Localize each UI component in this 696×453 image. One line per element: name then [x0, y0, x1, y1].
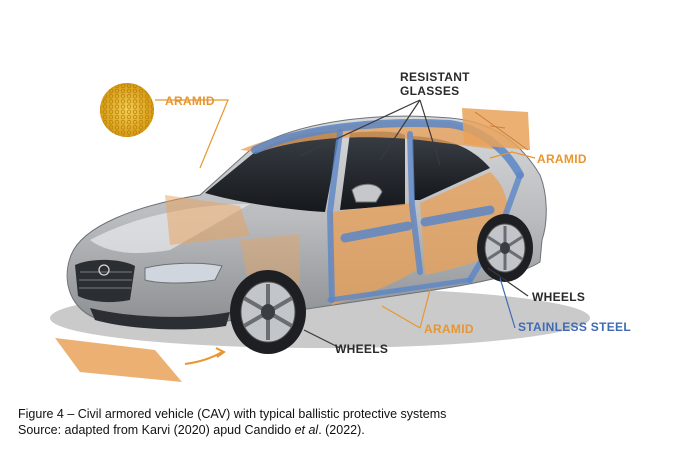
aramid-honeycomb-sample	[100, 83, 154, 137]
side-mirror	[351, 183, 383, 203]
label-stainless-steel: STAINLESS STEEL	[518, 320, 631, 334]
label-resistant-glasses: RESISTANT GLASSES	[400, 70, 470, 98]
front-wheel	[230, 270, 306, 354]
headlight	[144, 262, 223, 284]
lower-intake	[90, 308, 230, 330]
label-resistant-glasses-line1: RESISTANT	[400, 70, 470, 84]
front-grille	[75, 259, 135, 303]
label-resistant-glasses-line2: GLASSES	[400, 84, 460, 98]
figure-caption: Figure 4 – Civil armored vehicle (CAV) w…	[18, 406, 446, 438]
armored-car-diagram	[50, 83, 590, 382]
label-wheels-right: WHEELS	[532, 290, 586, 304]
label-aramid-bottom: ARAMID	[424, 322, 474, 336]
caption-source-suffix: . (2022).	[318, 423, 365, 437]
caption-line-2: Source: adapted from Karvi (2020) apud C…	[18, 422, 446, 438]
caption-line-1: Figure 4 – Civil armored vehicle (CAV) w…	[18, 407, 447, 421]
label-aramid-top-left: ARAMID	[165, 94, 215, 108]
aramid-sheet-top-right	[462, 108, 530, 151]
label-wheels-front: WHEELS	[335, 342, 389, 356]
label-aramid-right: ARAMID	[537, 152, 587, 166]
leader-lines	[155, 99, 536, 349]
rear-wheel	[477, 214, 533, 282]
windows	[205, 131, 490, 212]
caption-source-italic: et al	[294, 423, 319, 437]
caption-source-prefix: Source: adapted from Karvi (2020) apud C…	[18, 423, 295, 437]
aramid-sheet-bottom-left	[55, 338, 226, 382]
